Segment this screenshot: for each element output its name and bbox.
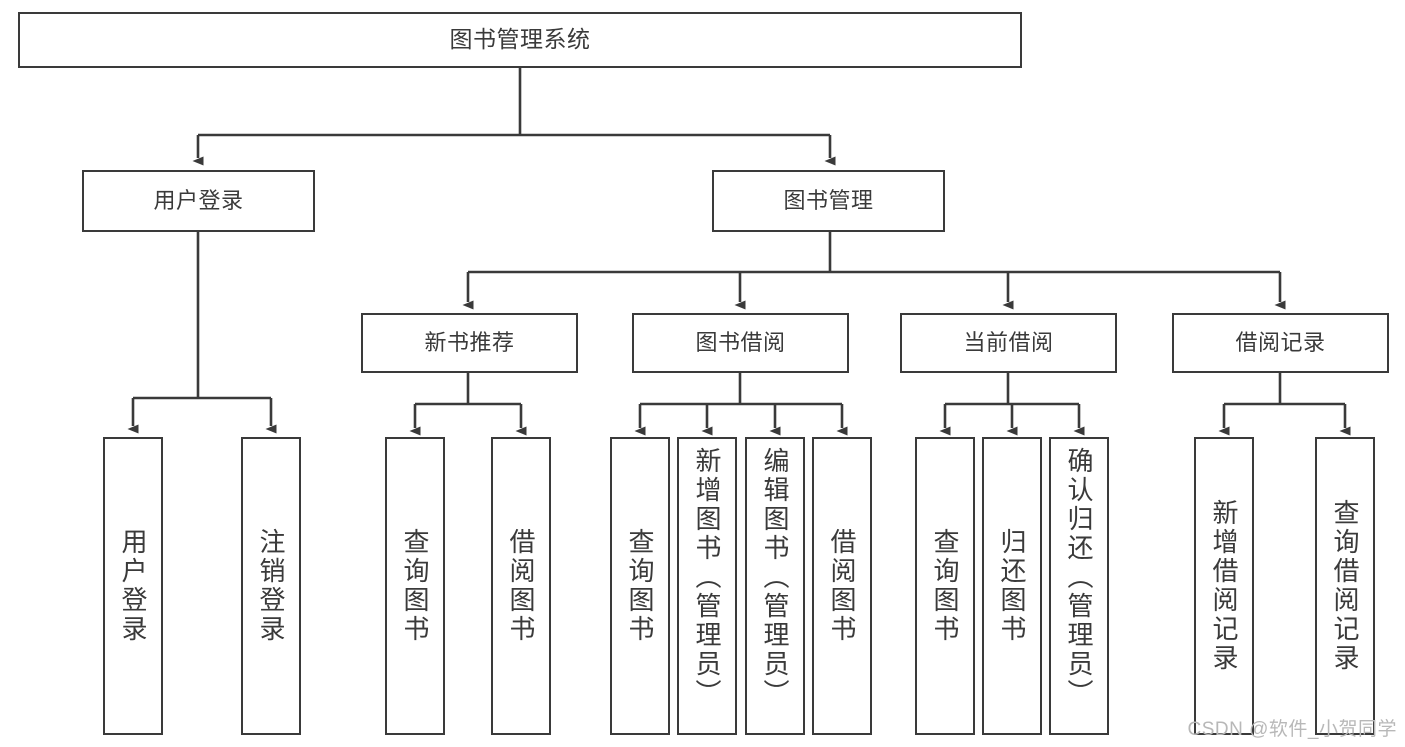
leaf-logout[interactable]: 注销登录: [241, 437, 301, 735]
leaf-add-book-admin[interactable]: 新增图书（管理员）: [677, 437, 737, 735]
leaf-user-login[interactable]: 用户登录: [103, 437, 163, 735]
leaf-query-borrow-record[interactable]: 查询借阅记录: [1315, 437, 1375, 735]
node-label: 编辑图书（管理员）: [760, 447, 790, 708]
node-label: 借阅图书: [827, 528, 857, 644]
node-label: 用户登录: [118, 528, 148, 644]
node-label: 查询图书: [930, 528, 960, 644]
node-label: 新增图书（管理员）: [692, 447, 722, 708]
leaf-edit-book-admin[interactable]: 编辑图书（管理员）: [745, 437, 805, 735]
node-user-login[interactable]: 用户登录: [82, 170, 315, 232]
node-label: 图书管理系统: [449, 26, 591, 53]
node-borrowing-record[interactable]: 借阅记录: [1172, 313, 1389, 373]
node-label: 注销登录: [256, 528, 286, 644]
leaf-add-borrow-record[interactable]: 新增借阅记录: [1194, 437, 1254, 735]
node-label: 查询图书: [400, 528, 430, 644]
node-label: 新增借阅记录: [1209, 499, 1239, 673]
node-book-borrowing[interactable]: 图书借阅: [632, 313, 849, 373]
leaf-confirm-return-admin[interactable]: 确认归还（管理员）: [1049, 437, 1109, 735]
node-new-book-recommendation[interactable]: 新书推荐: [361, 313, 578, 373]
node-root-book-management-system[interactable]: 图书管理系统: [18, 12, 1022, 68]
leaf-query-book-new[interactable]: 查询图书: [385, 437, 445, 735]
node-label: 查询图书: [625, 528, 655, 644]
leaf-query-book-current[interactable]: 查询图书: [915, 437, 975, 735]
node-current-borrowing[interactable]: 当前借阅: [900, 313, 1117, 373]
leaf-query-book-borrow[interactable]: 查询图书: [610, 437, 670, 735]
node-label: 图书借阅: [695, 330, 786, 356]
leaf-borrow-book[interactable]: 借阅图书: [812, 437, 872, 735]
leaf-borrow-book-new[interactable]: 借阅图书: [491, 437, 551, 735]
node-label: 查询借阅记录: [1330, 499, 1360, 673]
node-label: 借阅图书: [506, 528, 536, 644]
node-label: 图书管理: [783, 188, 874, 214]
node-label: 归还图书: [997, 528, 1027, 644]
node-label: 当前借阅: [963, 330, 1054, 356]
leaf-return-book[interactable]: 归还图书: [982, 437, 1042, 735]
node-label: 用户登录: [153, 188, 244, 214]
node-book-management[interactable]: 图书管理: [712, 170, 945, 232]
node-label: 借阅记录: [1235, 330, 1326, 356]
node-label: 新书推荐: [424, 330, 515, 356]
node-label: 确认归还（管理员）: [1064, 447, 1094, 708]
csdn-watermark: CSDN @软件_小贺同学: [1187, 719, 1397, 740]
